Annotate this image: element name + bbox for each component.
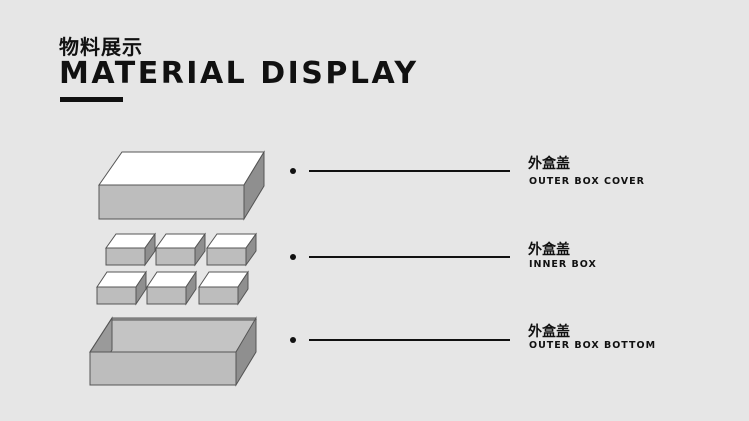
outer-box-cover-label-en: OUTER BOX COVER [529, 176, 645, 187]
inner-box-drawing [96, 232, 257, 306]
leader-line [309, 339, 510, 341]
callout-dot [290, 337, 296, 343]
inner-box-label-cn: 外盒盖 [528, 242, 570, 258]
outer-box-cover-drawing [98, 150, 265, 221]
outer-box-bottom-label-en: OUTER BOX BOTTOM [529, 340, 657, 351]
callout-dot [290, 254, 296, 260]
inner-box-label-en: INNER BOX [529, 259, 597, 270]
leader-line [309, 170, 510, 172]
leader-line [309, 256, 510, 258]
page-title-cn: 物料展示 [59, 35, 143, 59]
outer-box-bottom-drawing [89, 316, 257, 387]
outer-box-bottom-label-cn: 外盒盖 [528, 324, 570, 340]
page-title-en: MATERIAL DISPLAY [59, 56, 419, 91]
callout-dot [290, 168, 296, 174]
outer-box-cover-label-cn: 外盒盖 [528, 156, 570, 172]
title-underline [60, 97, 123, 102]
